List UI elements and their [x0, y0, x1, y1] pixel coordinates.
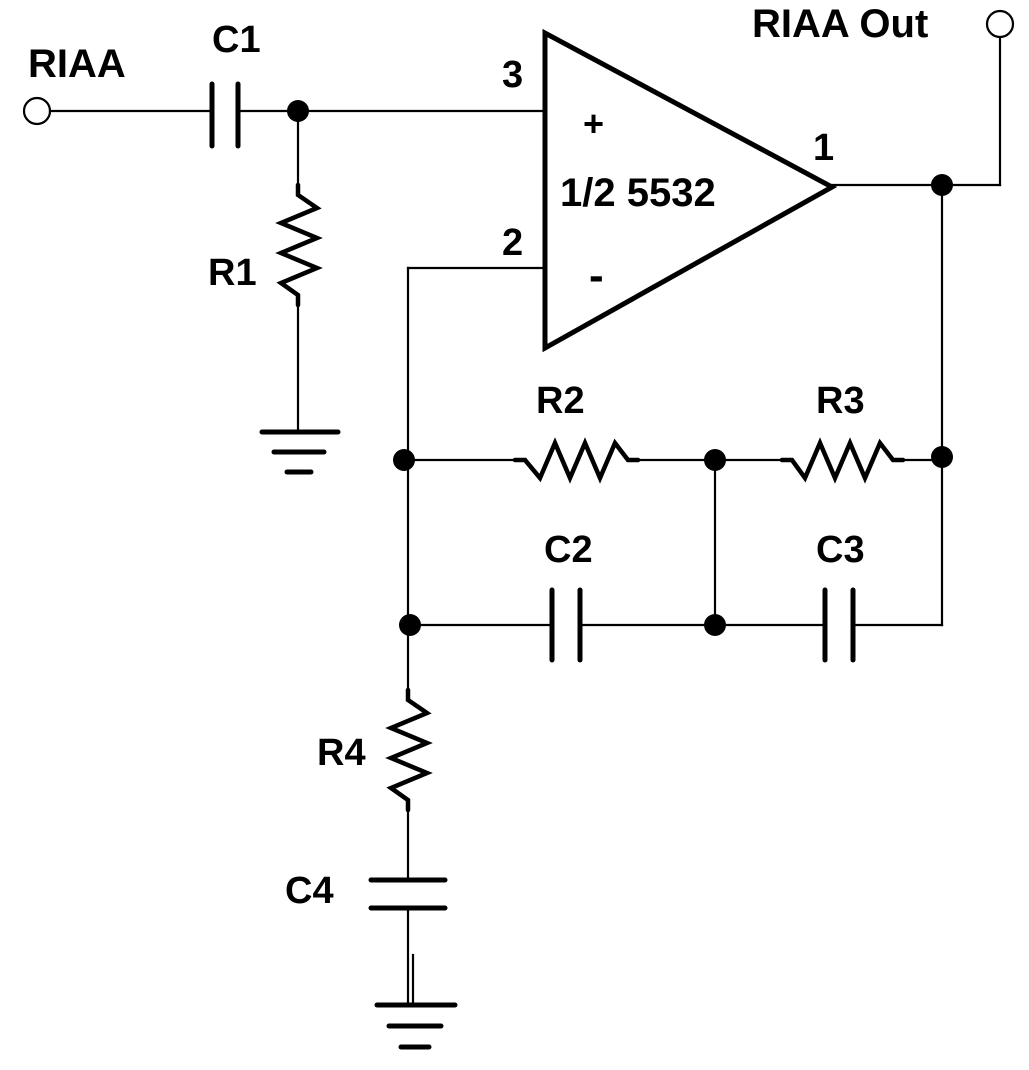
- pin3-label: 3: [502, 54, 523, 96]
- r3-label: R3: [816, 380, 865, 422]
- capacitor-c2: [549, 587, 583, 663]
- capacitor-c4: [368, 877, 448, 911]
- output-label: RIAA Out: [752, 2, 928, 46]
- capacitor-c1: [209, 81, 241, 149]
- input-terminal: [22, 96, 52, 126]
- capacitor-c3: [822, 587, 856, 663]
- r1-label: R1: [208, 252, 257, 294]
- resistor-r1: [275, 182, 323, 308]
- resistor-r4: [385, 687, 433, 813]
- junction-node-r2-left: [393, 449, 415, 471]
- opamp-triangle: [542, 28, 838, 353]
- opamp-plus-sign: +: [583, 103, 604, 144]
- pin2-label: 2: [502, 222, 523, 264]
- ground-symbol-r1: [259, 429, 341, 475]
- r2-label: R2: [536, 380, 585, 422]
- resistor-r2: [512, 437, 641, 484]
- opamp-minus-sign: -: [589, 251, 604, 300]
- opamp-label: 1/2 5532: [560, 171, 716, 215]
- r4-label: R4: [317, 732, 366, 774]
- c4-label: C4: [285, 870, 334, 912]
- input-label: RIAA: [28, 42, 126, 86]
- ground-symbol-c4: [374, 1002, 458, 1050]
- pin1-label: 1: [813, 127, 834, 169]
- c1-label: C1: [212, 19, 261, 61]
- resistor-r3: [779, 437, 906, 484]
- output-terminal: [985, 9, 1015, 39]
- c3-label: C3: [816, 529, 865, 571]
- junction-node-r3-right: [931, 446, 953, 468]
- c2-label: C2: [544, 529, 593, 571]
